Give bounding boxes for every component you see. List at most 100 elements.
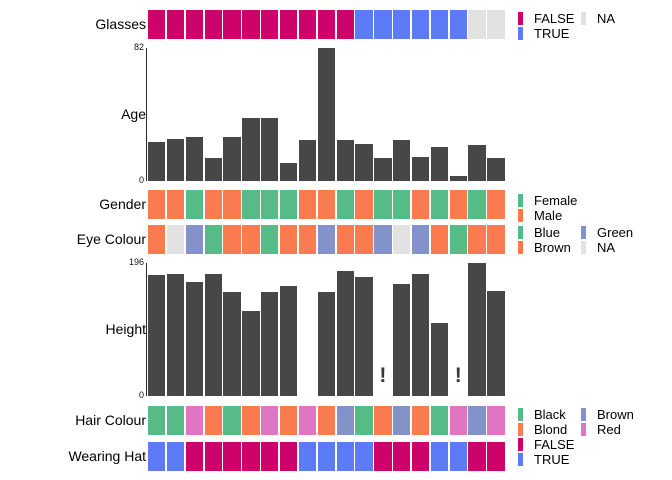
age-y-axis: [146, 48, 147, 181]
eye-colour-tile-4: [204, 225, 222, 254]
legend-entry-brown: Brown: [518, 240, 581, 254]
legend-label-na: NA: [597, 11, 616, 26]
glasses-tile-8: [279, 10, 298, 39]
gender-tile-7: [261, 190, 279, 219]
age-bar-16: [430, 146, 449, 181]
wearing-hat-tile-12: [355, 442, 373, 471]
legend-entry-brown: Brown: [581, 408, 644, 421]
legend-label-true: TRUE: [534, 26, 570, 41]
wearing-hat-tile-8: [279, 442, 298, 471]
wearing-hat-tile-14: [393, 442, 411, 471]
hair-colour-tile-13: [374, 406, 392, 435]
row-label-age: Age: [121, 106, 146, 122]
legend-entry-true: TRUE: [518, 453, 581, 466]
gender-tile-16: [430, 190, 449, 219]
gender-tile-12: [355, 190, 373, 219]
age-bar-2: [166, 138, 185, 181]
glasses-tile-9: [298, 10, 317, 39]
eye-colour-tile-11: [336, 225, 354, 254]
glasses-tile-11: [336, 10, 354, 39]
glasses-tile-19: [487, 10, 505, 39]
legend-swatch-na: [581, 240, 586, 254]
wearing-hat-tile-19: [487, 442, 505, 471]
eye-colour-tile-9: [298, 225, 317, 254]
height-bar-16: [430, 322, 449, 396]
hair-colour-tile-5: [223, 406, 241, 435]
eye-colour-tile-12: [355, 225, 373, 254]
eye-colour-tile-6: [242, 225, 260, 254]
legend-label-na: NA: [597, 239, 616, 255]
legend-swatch-false: [518, 12, 523, 25]
gender-tile-2: [166, 190, 185, 219]
height-bar-12: [355, 276, 373, 396]
legend-swatch-blue: [518, 225, 523, 239]
age-bar-9: [298, 140, 317, 181]
hair-colour-tile-14: [393, 406, 411, 435]
row-label-wearing-hat: Wearing Hat: [68, 448, 146, 464]
glasses-tile-18: [468, 10, 486, 39]
eye-colour-tile-7: [261, 225, 279, 254]
wearing-hat-tile-9: [298, 442, 317, 471]
height-tick-zero: 0: [138, 390, 144, 400]
height-bar-5: [223, 291, 241, 396]
row-label-height: Height: [105, 321, 146, 337]
age-bar-14: [393, 140, 411, 181]
row-label-gender: Gender: [99, 196, 146, 212]
height-bar-1: [148, 274, 166, 396]
wearing-hat-tile-11: [336, 442, 354, 471]
wearing-hat-tile-10: [317, 442, 336, 471]
wearing-hat-tile-5: [223, 442, 241, 471]
height-tick-max: 196: [128, 257, 144, 267]
legend-entry-na: NA: [581, 12, 644, 25]
glasses-tile-5: [223, 10, 241, 39]
eye-colour-tile-5: [223, 225, 241, 254]
wearing-hat-tile-6: [242, 442, 260, 471]
legend-entry-green: Green: [581, 225, 644, 239]
wearing-hat-tile-2: [166, 442, 185, 471]
eye-colour-tile-8: [279, 225, 298, 254]
legend-row: Male: [518, 208, 581, 223]
height-bar-19: [487, 290, 505, 396]
age-bar-15: [411, 156, 430, 181]
wearing-hat-tile-4: [204, 442, 222, 471]
age-bar-13: [374, 158, 392, 181]
hair-colour-tile-7: [261, 406, 279, 435]
legend-label-true: TRUE: [534, 452, 570, 467]
gender-tile-4: [204, 190, 222, 219]
legend-swatch-green: [581, 225, 586, 239]
row-label-glasses: Glasses: [95, 16, 146, 32]
legend-entry-female: Female: [518, 192, 581, 208]
gender-tile-10: [317, 190, 336, 219]
gender-tile-13: [374, 190, 392, 219]
legend-entry-na: NA: [581, 239, 644, 255]
glasses-tile-15: [411, 10, 430, 39]
legend-swatch-female: [518, 193, 523, 207]
age-bar-6: [242, 117, 260, 181]
hair-colour-tile-8: [279, 406, 298, 435]
legend-entry-true: TRUE: [518, 27, 581, 40]
height-y-axis: [146, 263, 147, 396]
glasses-tile-14: [393, 10, 411, 39]
legend-row: TRUE: [518, 26, 644, 41]
legend-row: Brown NA: [518, 240, 644, 255]
wearing-hat-tile-1: [148, 442, 166, 471]
hair-colour-tile-10: [317, 406, 336, 435]
wearing-hat-tile-3: [185, 442, 204, 471]
wearing-hat-tile-16: [430, 442, 449, 471]
row-label-eye-colour: Eye Colour: [76, 231, 146, 247]
hair-colour-tile-19: [487, 406, 505, 435]
legend-label-female: Female: [534, 192, 578, 208]
eye-colour-tile-16: [430, 225, 449, 254]
height-na-marker-17: !: [454, 364, 462, 387]
age-bar-4: [204, 158, 222, 181]
hair-colour-tile-1: [148, 406, 166, 435]
legend-swatch-brown: [518, 240, 523, 254]
legend-label-male: Male: [534, 207, 563, 223]
legend-entry-male: Male: [518, 207, 581, 223]
legend-label-blond: Blond: [534, 422, 568, 437]
